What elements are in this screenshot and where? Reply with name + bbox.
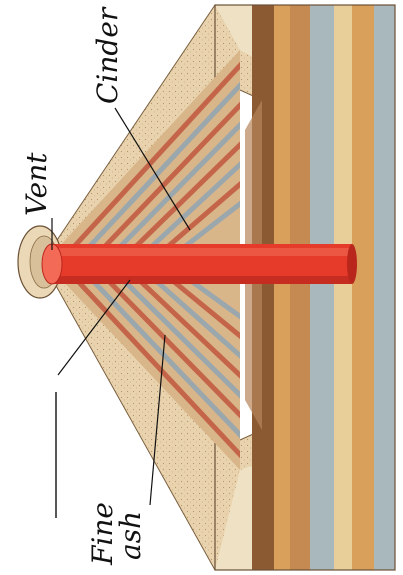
magma-conduit (42, 244, 357, 284)
vent-label: Vent (20, 152, 53, 216)
fine-ash-label-line2: ash (114, 511, 147, 560)
cinder-label: Cinder (91, 6, 124, 104)
